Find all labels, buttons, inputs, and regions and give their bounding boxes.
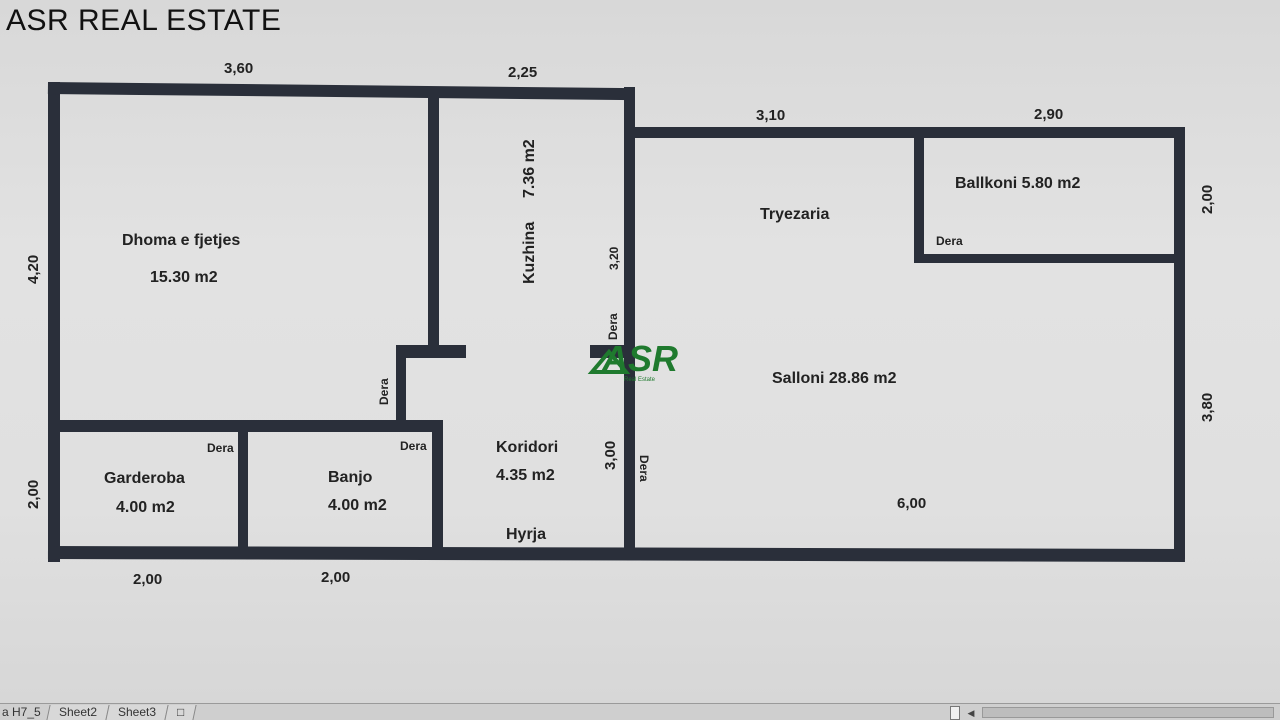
kitchen-area: 7.36 m2 [521,139,538,198]
logo-text: ASR [601,338,678,379]
dim-kitchen-height: 3,20 [607,246,621,270]
dim-top-right2: 2,90 [1034,106,1063,123]
bedroom-name: Dhoma e fjetjes [122,232,240,249]
sheet-tab-3-label: Sheet3 [117,705,156,719]
bath-name: Banjo [328,469,373,486]
wall-bedroom-jamb [396,345,406,425]
scroll-left-icon[interactable]: ◀ [967,707,975,718]
dim-bottom-left1: 2,00 [133,571,162,588]
wall-wardrobe-bath [238,420,248,555]
door-label-bedroom: Dera [377,378,391,405]
logo-subtext: Real Estate [624,377,656,383]
wall-top-left [47,82,633,101]
wardrobe-area: 4.00 m2 [116,499,175,516]
wall-balcony-bottom [914,254,1185,263]
dimension-labels: 3,60 2,25 3,10 2,90 4,20 2,00 2,00 3,80 … [25,60,1216,588]
door-label-wardrobe: Dera [207,441,234,455]
dim-living-width: 6,00 [897,495,926,512]
dining-label: Tryezaria [760,206,829,223]
sheet-tab-2[interactable]: Sheet2 [46,705,110,720]
wall-outer-left [48,82,60,562]
dim-right-lower: 3,80 [1199,393,1216,422]
house-roof-icon [587,348,631,374]
horizontal-scroll-area: ◀ [950,705,1280,720]
door-label-balcony: Dera [936,234,963,248]
balcony-label: Ballkoni 5.80 m2 [955,175,1080,192]
wall-balcony-left [914,130,924,262]
wardrobe-name: Garderoba [104,470,185,487]
entrance-label: Hyrja [506,526,546,543]
walls [47,82,1185,562]
corridor-name: Koridori [496,439,558,456]
dim-left-lower: 2,00 [25,480,42,509]
wall-bedroom-stub [396,345,466,358]
wall-outer-right [1174,127,1185,559]
asr-logo: ASR Real Estate [587,338,678,383]
dim-left-upper: 4,20 [25,255,42,284]
sheet-tab-3[interactable]: Sheet3 [105,705,169,720]
corridor-area: 4.35 m2 [496,467,555,484]
bedroom-area: 15.30 m2 [150,269,218,286]
dim-top-left: 3,60 [224,60,253,77]
kitchen-label: Kuzhina [521,222,538,284]
door-label-living: Dera [637,455,651,482]
door-label-bath: Dera [400,439,427,453]
horizontal-scrollbar[interactable] [982,707,1274,718]
dim-right-upper: 2,00 [1199,185,1216,214]
door-labels: Dera Dera Dera Dera Dera Dera [207,234,963,482]
sheet-tab-2-label: Sheet2 [58,705,97,719]
sheet-tab-active[interactable]: a H7_5 [2,705,41,719]
wall-bath-corridor [432,420,443,555]
page-title: ASR REAL ESTATE [6,4,282,37]
dim-bottom-left2: 2,00 [321,569,350,586]
door-label-kitchen: Dera [606,313,620,340]
living-label: Salloni 28.86 m2 [772,370,897,387]
dim-top-right1: 3,10 [756,107,785,124]
room-labels: Dhoma e fjetjes 15.30 m2 Kuzhina 7.36 m2… [104,139,1080,543]
add-sheet-icon: □ [176,705,185,719]
floor-plan: Dhoma e fjetjes 15.30 m2 Kuzhina 7.36 m2… [25,60,1216,588]
bath-area: 4.00 m2 [328,497,387,514]
dim-corridor-height: 3,00 [602,441,619,470]
wall-top-right [628,127,1185,138]
wall-bedroom-kitchen [428,90,439,358]
wall-bottom [47,545,1185,562]
wall-kitchen-living [624,87,635,549]
sheet-tab-bar: a H7_5 Sheet2 Sheet3 □ ◀ [0,703,1280,720]
add-sheet-button[interactable]: □ [164,705,197,720]
dim-top-mid: 2,25 [508,64,537,81]
scroll-split-handle[interactable] [950,705,960,720]
